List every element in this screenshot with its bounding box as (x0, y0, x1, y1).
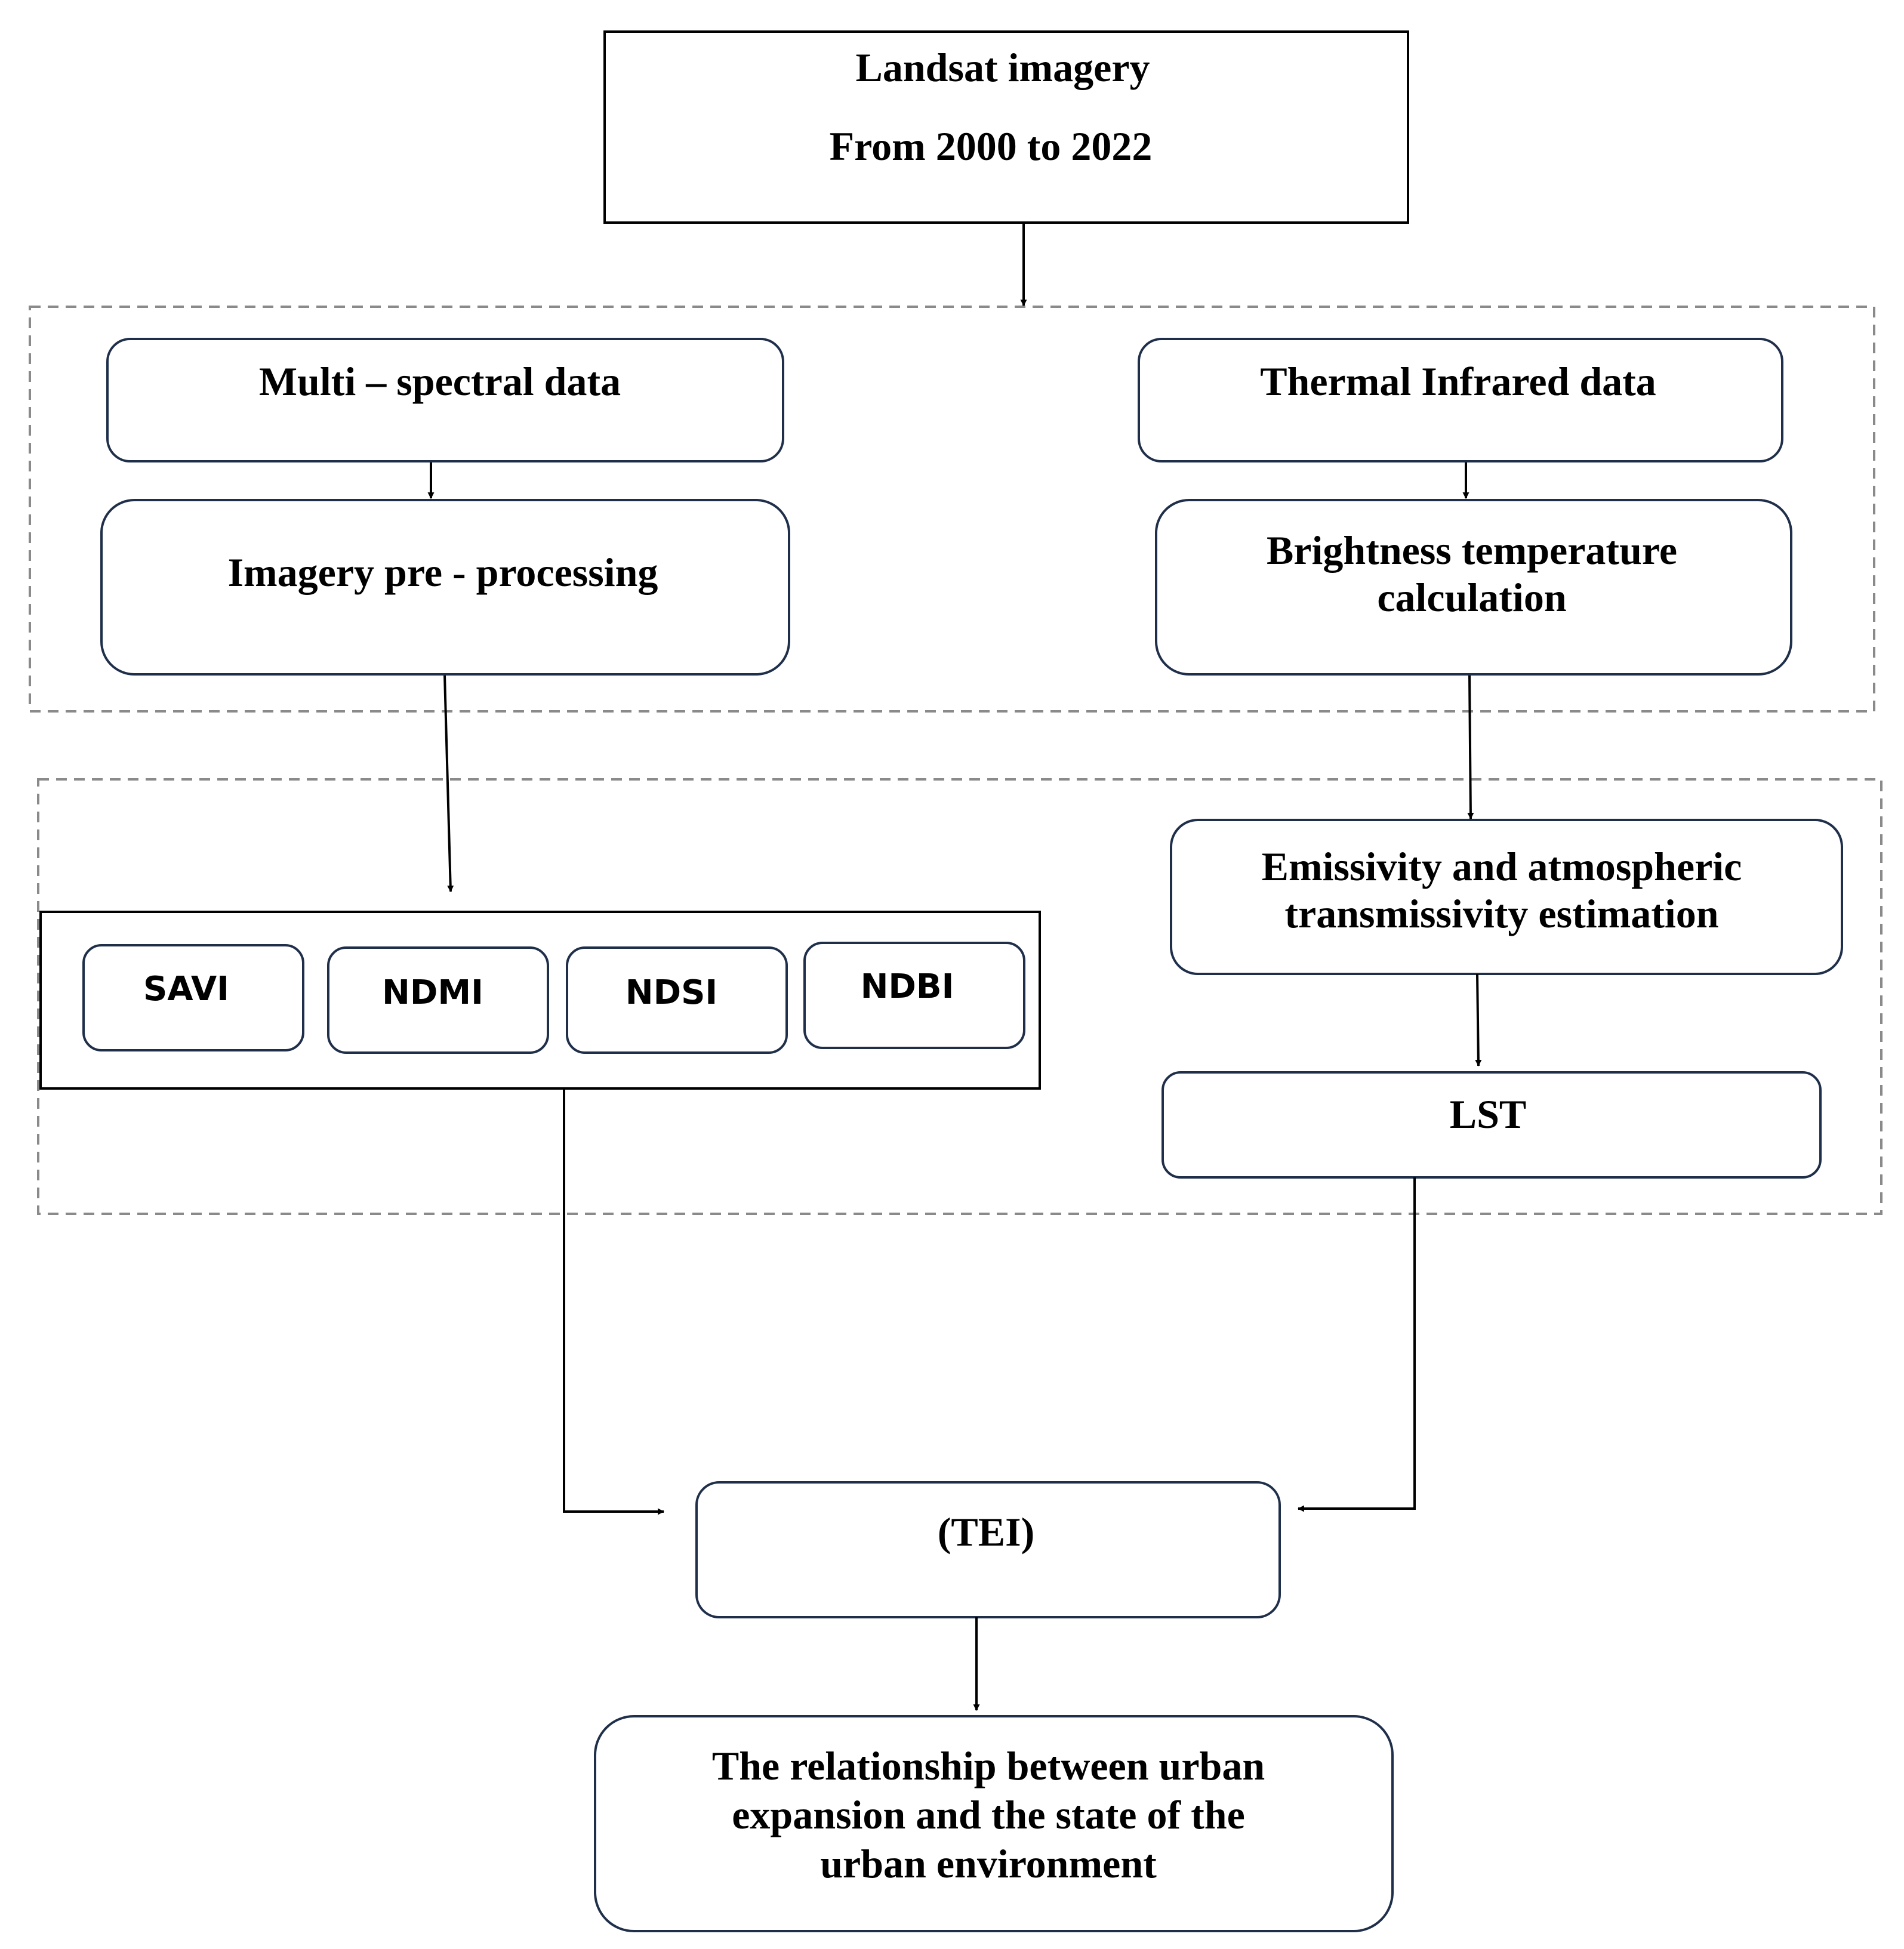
tei-node: (TEI) (695, 1481, 1281, 1618)
arrow-brightness-to-emissivity (1467, 675, 1474, 820)
ndmi-node: NDMI (327, 946, 549, 1054)
arrow-lst-to-tei (1297, 1177, 1416, 1512)
ndbi-node: NDBI (803, 942, 1025, 1049)
ndbi-label: NDBI (861, 967, 954, 1006)
emissivity-estimation-node: Emissivity and atmospheric transmissivit… (1170, 819, 1843, 975)
lst-label: LST (1450, 1091, 1527, 1137)
ndmi-label: NDMI (382, 973, 483, 1012)
thermal-infrared-data-label: Thermal Infrared data (1260, 359, 1656, 404)
thermal-infrared-data-node: Thermal Infrared data (1138, 338, 1783, 462)
multispectral-data-node: Multi – spectral data (106, 338, 784, 462)
relationship-line2: expansion and the state of the (732, 1792, 1245, 1837)
relationship-line1: The relationship between urban (712, 1743, 1265, 1788)
indices-group-frame (37, 778, 1883, 1215)
arrow-preprocessing-to-indices (443, 675, 454, 893)
imagery-preprocessing-label: Imagery pre - processing (228, 550, 658, 595)
preprocessing-group-frame (29, 306, 1875, 713)
ndsi-label: NDSI (626, 973, 718, 1012)
savi-node: SAVI (82, 944, 304, 1051)
landsat-imagery-node: Landsat imagery From 2000 to 2022 (603, 30, 1409, 224)
relationship-result-node: The relationship between urban expansion… (594, 1715, 1394, 1932)
brightness-temperature-line2: calculation (1377, 575, 1566, 620)
landsat-period: From 2000 to 2022 (830, 124, 1153, 169)
arrow-emissivity-to-lst (1475, 973, 1482, 1067)
brightness-temperature-line1: Brightness temperature (1267, 528, 1677, 573)
tei-label: (TEI) (938, 1509, 1034, 1555)
emissivity-estimation-line2: transmissivity estimation (1284, 891, 1718, 936)
arrow-indices-to-tei (563, 1088, 665, 1515)
emissivity-estimation-line1: Emissivity and atmospheric (1262, 844, 1742, 889)
landsat-title: Landsat imagery (856, 45, 1150, 90)
multispectral-data-label: Multi – spectral data (259, 359, 621, 404)
brightness-temperature-node: Brightness temperature calculation (1155, 499, 1792, 676)
ndsi-node: NDSI (566, 946, 788, 1054)
lst-node: LST (1161, 1071, 1822, 1179)
relationship-line3: urban environment (820, 1841, 1157, 1886)
savi-label: SAVI (143, 970, 229, 1009)
imagery-preprocessing-node: Imagery pre - processing (100, 499, 790, 676)
